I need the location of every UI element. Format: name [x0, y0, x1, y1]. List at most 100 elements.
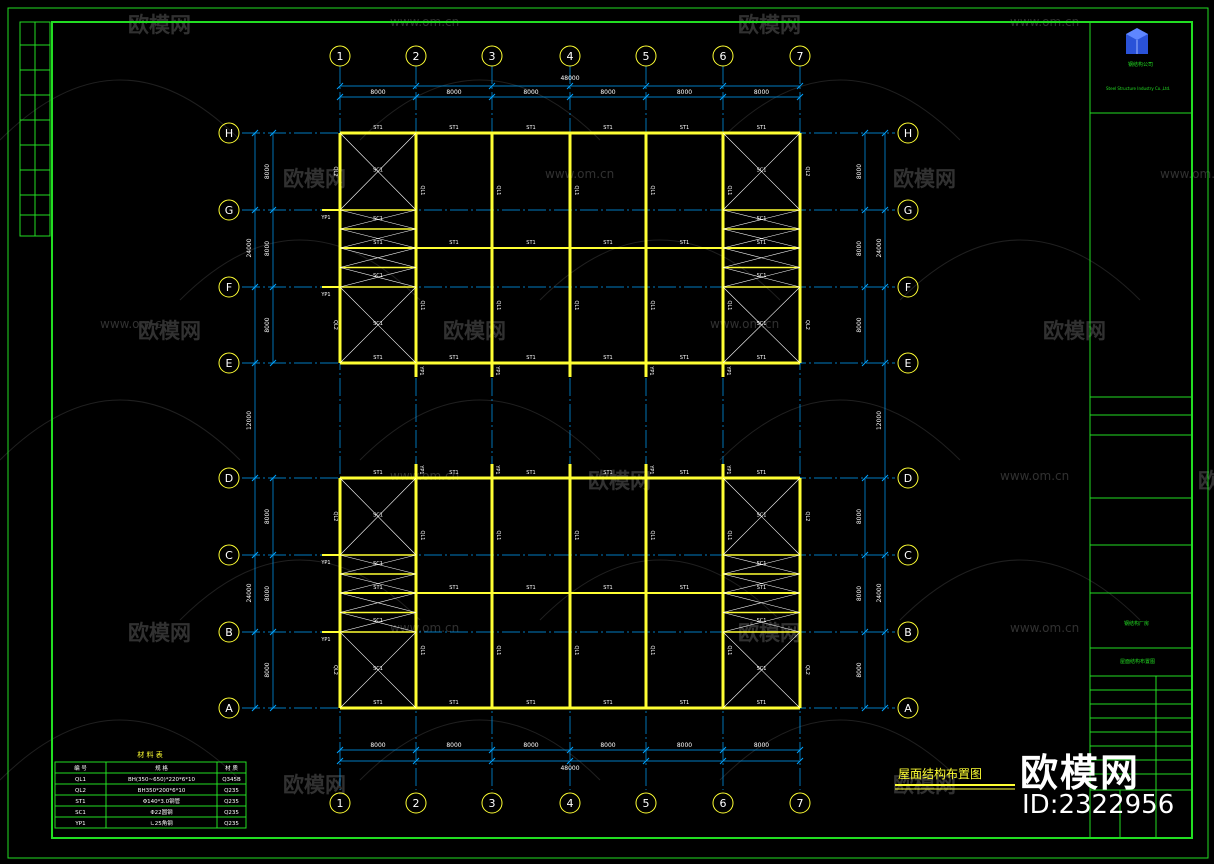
grid-bubble-column	[405, 45, 427, 67]
member-label: ST1	[680, 240, 689, 246]
dimension-tick	[251, 129, 259, 137]
drawing-title: 屋面结构布置图	[898, 766, 982, 781]
member-label: QL1	[649, 301, 655, 311]
member-label: QL1	[573, 646, 579, 656]
dimension-bay: 8000	[754, 742, 769, 749]
dimension-row: 8000	[856, 662, 863, 677]
watermark-arc	[359, 719, 601, 781]
grid-bubble-column	[329, 45, 351, 67]
member-label: YP1	[320, 292, 330, 298]
grid-bubble-label: 3	[489, 50, 496, 63]
member-label: ST1	[757, 585, 766, 591]
material-table-cell: Q235	[224, 788, 239, 794]
dimension-tick	[412, 82, 420, 90]
material-table-header: 规 格	[155, 764, 168, 772]
grid-bubble-label: 5	[643, 797, 650, 810]
material-table-cell: BH(350~650)*220*6*10	[128, 777, 196, 783]
cross-brace	[339, 286, 417, 364]
dimension-tick	[796, 82, 804, 90]
grid-bubble-label: G	[904, 204, 913, 217]
dimension-tick	[861, 551, 869, 559]
grid-bubble-label: E	[226, 357, 233, 370]
watermark-arc	[359, 79, 601, 141]
grid-bubble-label: A	[904, 702, 912, 715]
dimension-tick	[488, 757, 496, 765]
cross-brace	[339, 631, 417, 709]
watermark-arc	[179, 559, 421, 621]
watermark-brand: 欧模网	[893, 167, 956, 191]
binding-strip	[19, 21, 51, 237]
dimension-row: 8000	[264, 586, 271, 601]
member-label: QL1	[419, 646, 425, 656]
grid-bubble-column	[405, 792, 427, 814]
dimension-bay: 8000	[446, 742, 461, 749]
dimension-total: 48000	[560, 765, 579, 772]
grid-bubble-label: 2	[413, 797, 420, 810]
dimension-row: 8000	[264, 241, 271, 256]
member-label: QL1	[726, 301, 732, 311]
member-label: QL1	[495, 646, 501, 656]
dimension-tick	[881, 129, 889, 137]
grid-bubble-label: 7	[797, 50, 804, 63]
member-label: SC1	[757, 168, 767, 174]
grid-bubble-column	[481, 792, 503, 814]
company-logo	[1126, 28, 1148, 54]
material-table-cell: ST1	[75, 799, 85, 805]
member-label: QL2	[332, 512, 338, 522]
dimension-tick	[412, 93, 420, 101]
cross-brace	[339, 554, 417, 575]
member-label: QL1	[419, 531, 425, 541]
member-label: YP1	[418, 464, 424, 474]
dimension-tick	[881, 551, 889, 559]
dimension-tick	[861, 474, 869, 482]
dimension-tick	[251, 704, 259, 712]
grid-bubble-label: 2	[413, 50, 420, 63]
watermark-url: www.om.cn	[1010, 621, 1079, 635]
member-label: ST1	[373, 470, 382, 476]
watermark-brand: 欧模网	[128, 621, 191, 645]
dimension-gap: 12000	[246, 411, 253, 430]
dimension-tick	[412, 757, 420, 765]
grid-bubble-column	[481, 45, 503, 67]
watermark-brand: 欧模网	[138, 319, 201, 343]
grid-bubble-label: H	[904, 127, 912, 140]
member-label: ST1	[449, 240, 458, 246]
member-label: ST1	[603, 355, 612, 361]
dimension-tick	[269, 551, 277, 559]
member-label: ST1	[526, 240, 535, 246]
dimension-depth: 24000	[246, 583, 253, 602]
grid-bubble-label: 4	[567, 797, 574, 810]
cross-brace	[722, 132, 801, 211]
dimension-tick	[642, 757, 650, 765]
material-table-header: 材 质	[225, 764, 238, 772]
grid-bubble-label: 7	[797, 797, 804, 810]
watermark-brand: 欧模网	[588, 469, 651, 493]
grid-bubble-row	[218, 352, 240, 374]
dimension-row: 8000	[264, 317, 271, 332]
watermark-arc	[0, 399, 241, 461]
material-table-cell: Φ22圆钢	[150, 808, 173, 816]
grid-bubble-row	[218, 697, 240, 719]
dimension-tick	[269, 129, 277, 137]
grid-bubble-label: G	[225, 204, 234, 217]
member-label: ST1	[526, 470, 535, 476]
member-label: QL2	[804, 320, 810, 330]
dimension-bay: 8000	[677, 89, 692, 96]
dimension-tick	[566, 746, 574, 754]
dimension-tick	[251, 359, 259, 367]
dimension-tick	[566, 93, 574, 101]
dimension-bay: 8000	[600, 742, 615, 749]
member-label: SC1	[373, 273, 383, 279]
dimension-tick	[642, 746, 650, 754]
grid-bubble-label: B	[904, 626, 912, 639]
cross-brace	[339, 267, 417, 288]
member-label: YP1	[320, 215, 330, 221]
dimension-tick	[719, 82, 727, 90]
member-label: YP1	[725, 365, 731, 375]
watermark-brand: 欧模网	[443, 319, 506, 343]
dimension-tick	[719, 757, 727, 765]
member-label: QL1	[573, 186, 579, 196]
project-name: 钢结构厂房	[1124, 620, 1149, 627]
member-label: ST1	[449, 585, 458, 591]
member-label: ST1	[603, 470, 612, 476]
